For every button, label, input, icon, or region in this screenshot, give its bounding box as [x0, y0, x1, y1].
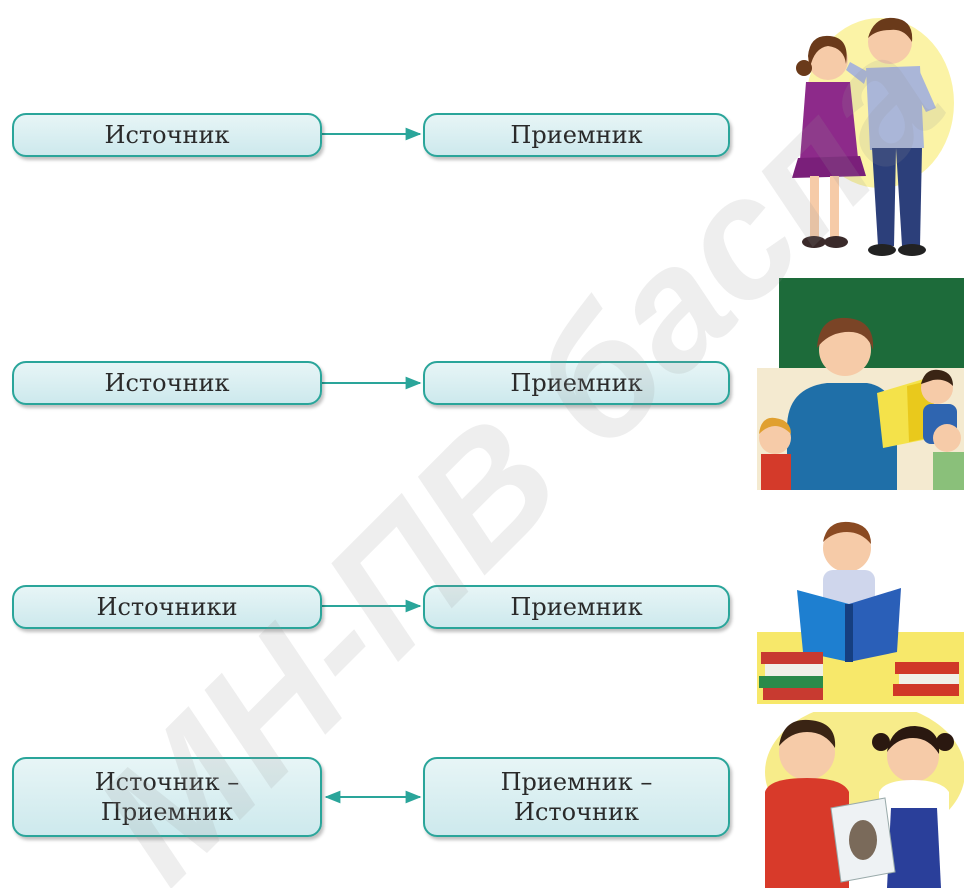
receiver-box-2: Приемник	[423, 361, 730, 405]
source-label-4: Источник – Приемник	[94, 768, 240, 826]
receiver-label-4: Приемник – Источник	[500, 768, 653, 826]
boy-reading-book-icon	[757, 521, 964, 704]
source-box-4: Источник – Приемник	[12, 757, 322, 837]
receiver-label-3: Приемник	[510, 593, 643, 621]
source-box-3: Источники	[12, 585, 322, 629]
teacher-reading-to-children-icon	[757, 278, 964, 490]
receiver-box-1: Приемник	[423, 113, 730, 157]
receiver-label-2: Приемник	[510, 369, 643, 397]
source-box-1: Источник	[12, 113, 322, 157]
receiver-box-3: Приемник	[423, 585, 730, 629]
source-label-1: Источник	[104, 121, 230, 149]
receiver-label-1: Приемник	[510, 121, 643, 149]
source-label-3: Источники	[96, 593, 238, 621]
source-box-2: Источник	[12, 361, 322, 405]
source-label-2: Источник	[104, 369, 230, 397]
two-children-talking-icon	[792, 17, 954, 256]
two-children-with-picture-icon	[765, 712, 964, 888]
receiver-box-4: Приемник – Источник	[423, 757, 730, 837]
